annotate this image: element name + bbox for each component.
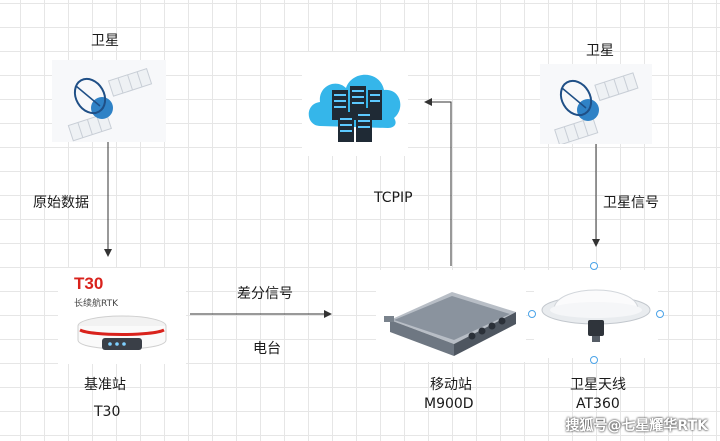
satellite-right-label: 卫星	[586, 43, 614, 59]
satellite-left-label: 卫星	[91, 33, 119, 49]
gnss-antenna-icon	[541, 289, 651, 342]
satellite-icon	[540, 64, 652, 146]
server-cloud-card	[302, 52, 408, 156]
edge-label-tcpip: TCPIP	[374, 190, 413, 206]
mobile-receiver-icon	[384, 292, 516, 356]
edge-label-diff-signal: 差分信号	[237, 286, 293, 302]
arrow-tcpip	[424, 98, 452, 266]
receiver-device-icon	[77, 315, 167, 350]
cloud-server-icon	[308, 74, 401, 142]
edge-label-radio: 电台	[253, 341, 281, 357]
selection-handle-left[interactable]	[528, 310, 536, 318]
satellite-right-card	[540, 64, 652, 146]
mobile-station-model: M900D	[424, 396, 474, 412]
antenna-label: 卫星天线	[570, 377, 626, 393]
watermark: 搜狐号@七星耀华RTK	[565, 418, 708, 434]
mobile-station-card	[376, 270, 526, 362]
product-title: T30	[74, 274, 104, 293]
mobile-station-label: 移动站	[430, 377, 472, 393]
base-station-card: T30 长续航RTK	[58, 268, 186, 364]
edge-label-satellite-signal: 卫星信号	[603, 195, 659, 211]
selection-handle-top[interactable]	[590, 262, 598, 270]
selection-handle-bottom[interactable]	[590, 356, 598, 364]
base-station-model: T30	[94, 404, 121, 420]
satellite-icon	[52, 60, 166, 142]
antenna-model: AT360	[576, 396, 620, 412]
product-subtitle: 长续航RTK	[74, 299, 118, 309]
antenna-card	[534, 270, 658, 358]
base-station-label: 基准站	[84, 377, 126, 393]
satellite-left-card	[52, 60, 166, 142]
edge-label-raw-data: 原始数据	[33, 195, 89, 211]
selection-handle-right[interactable]	[656, 310, 664, 318]
